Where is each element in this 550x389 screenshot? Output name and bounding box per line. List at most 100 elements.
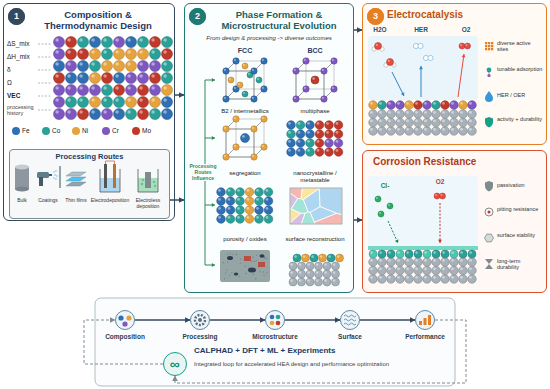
atom-grid (102, 49, 113, 60)
process-icons (15, 187, 29, 192)
multiphase-cluster (296, 121, 305, 130)
process-icons (104, 164, 107, 188)
multiphase-cluster (296, 139, 305, 148)
atom-grid (126, 73, 137, 84)
segregation-cluster (236, 206, 245, 215)
node-fill (415, 310, 435, 330)
electrocatalyst-scene (415, 102, 418, 105)
electrocatalyst-scene (388, 120, 391, 123)
electrocatalyst-scene (406, 128, 409, 131)
electrocatalyst-scene (442, 102, 445, 105)
electrocatalyst-scene (370, 102, 373, 105)
segregation-cluster (247, 189, 250, 192)
crystal-cube (294, 97, 296, 99)
atom-grid (91, 62, 95, 66)
annotation-label: ΔS_mix (7, 40, 41, 47)
surface-stack (316, 263, 319, 266)
electrocatalyst-scene (469, 120, 472, 123)
surface-stack (320, 255, 323, 258)
segregation-cluster (226, 197, 235, 206)
multiphase-cluster (325, 148, 334, 157)
corrosion-scene (379, 259, 382, 262)
node-title: Phase Formation & Microstructural Evolut… (207, 10, 351, 32)
atom-grid (151, 62, 155, 66)
atom-grid (102, 37, 113, 48)
node-title: Composition & Thermodynamic Design (28, 10, 168, 32)
corrosion-scene (450, 266, 459, 275)
electrocatalyst-scene (419, 66, 423, 69)
corrosion-scene (379, 276, 382, 279)
annotation-label: porosity / oxides (210, 236, 280, 243)
atom-grid (79, 98, 83, 102)
annotation-label: long-term durability (497, 258, 543, 271)
crystal-cube (251, 126, 257, 132)
feature-icons (485, 234, 494, 242)
annotation-label: Thin films (61, 198, 91, 204)
corrosion-scene (378, 275, 387, 284)
corrosion-scene (441, 266, 450, 275)
atom-grid (55, 50, 59, 54)
multiphase-cluster (306, 139, 315, 148)
crystal-cube (224, 127, 226, 129)
atom-grid (91, 86, 95, 90)
process-icons (142, 179, 144, 181)
surface-stack (289, 254, 344, 286)
electrocatalyst-scene (369, 118, 378, 127)
crystal-cube (226, 129, 254, 157)
node-fill (163, 352, 187, 376)
flow-arrow (354, 219, 362, 221)
legend-item: Cr (102, 127, 119, 135)
feature-icons (485, 117, 493, 128)
atom-grid (162, 49, 173, 60)
multiphase-cluster (334, 121, 343, 130)
electrocatalyst-scene (442, 120, 445, 123)
multiphase-cluster (296, 148, 305, 157)
porosity-block (266, 258, 267, 259)
atom-grid (162, 109, 173, 120)
segregation-cluster (264, 206, 273, 215)
process-icons (153, 181, 155, 183)
flow-step: Processing (190, 310, 210, 330)
electrocatalyst-scene (376, 44, 378, 46)
atom-grid (163, 74, 167, 78)
electrocatalyst-scene (387, 118, 396, 127)
corrosion-scene (397, 268, 400, 271)
corrosion-scene (424, 276, 427, 279)
atom-grid (138, 61, 149, 72)
corrosion-scene (395, 239, 398, 243)
flow-icons (122, 321, 127, 326)
annotation-label: B2 / intermetallics (210, 108, 280, 115)
node-title: Processing Routes (10, 153, 169, 162)
atom-grid (90, 37, 101, 48)
atom-grid (55, 86, 59, 90)
multiphase-cluster (325, 121, 334, 130)
electrocatalyst-scene (375, 43, 382, 50)
panel-fill (3, 3, 547, 386)
atom-grid (78, 73, 89, 84)
atom-grid (79, 50, 83, 54)
corrosion-panel: Corrosion Resistance (362, 150, 547, 293)
electrocatalyst-scene (460, 102, 463, 105)
annotation-label: H2O (367, 26, 393, 33)
corrosion-scene (460, 251, 463, 254)
porosity-block (225, 273, 226, 274)
annotation-label: surface reconstruction (279, 236, 351, 243)
crystal-cube (223, 154, 229, 160)
atom-grid (127, 62, 131, 66)
crystal-cube (224, 97, 226, 99)
process-icons (53, 171, 54, 172)
electrocatalyst-scene (423, 110, 432, 119)
flow-icons (118, 315, 431, 327)
atom-grid (90, 49, 101, 60)
corrosion-scene (378, 266, 387, 275)
porosity-block (260, 271, 261, 272)
segregation-cluster (217, 197, 226, 206)
legend-item: Fe (12, 127, 30, 135)
corrosion-scene (459, 250, 467, 258)
atom-grid (126, 49, 137, 60)
crystal-cube (262, 145, 264, 147)
electrocatalyst-scene (459, 101, 468, 110)
electrocatalyst-scene (441, 127, 450, 136)
corrosion-scene (423, 266, 432, 275)
